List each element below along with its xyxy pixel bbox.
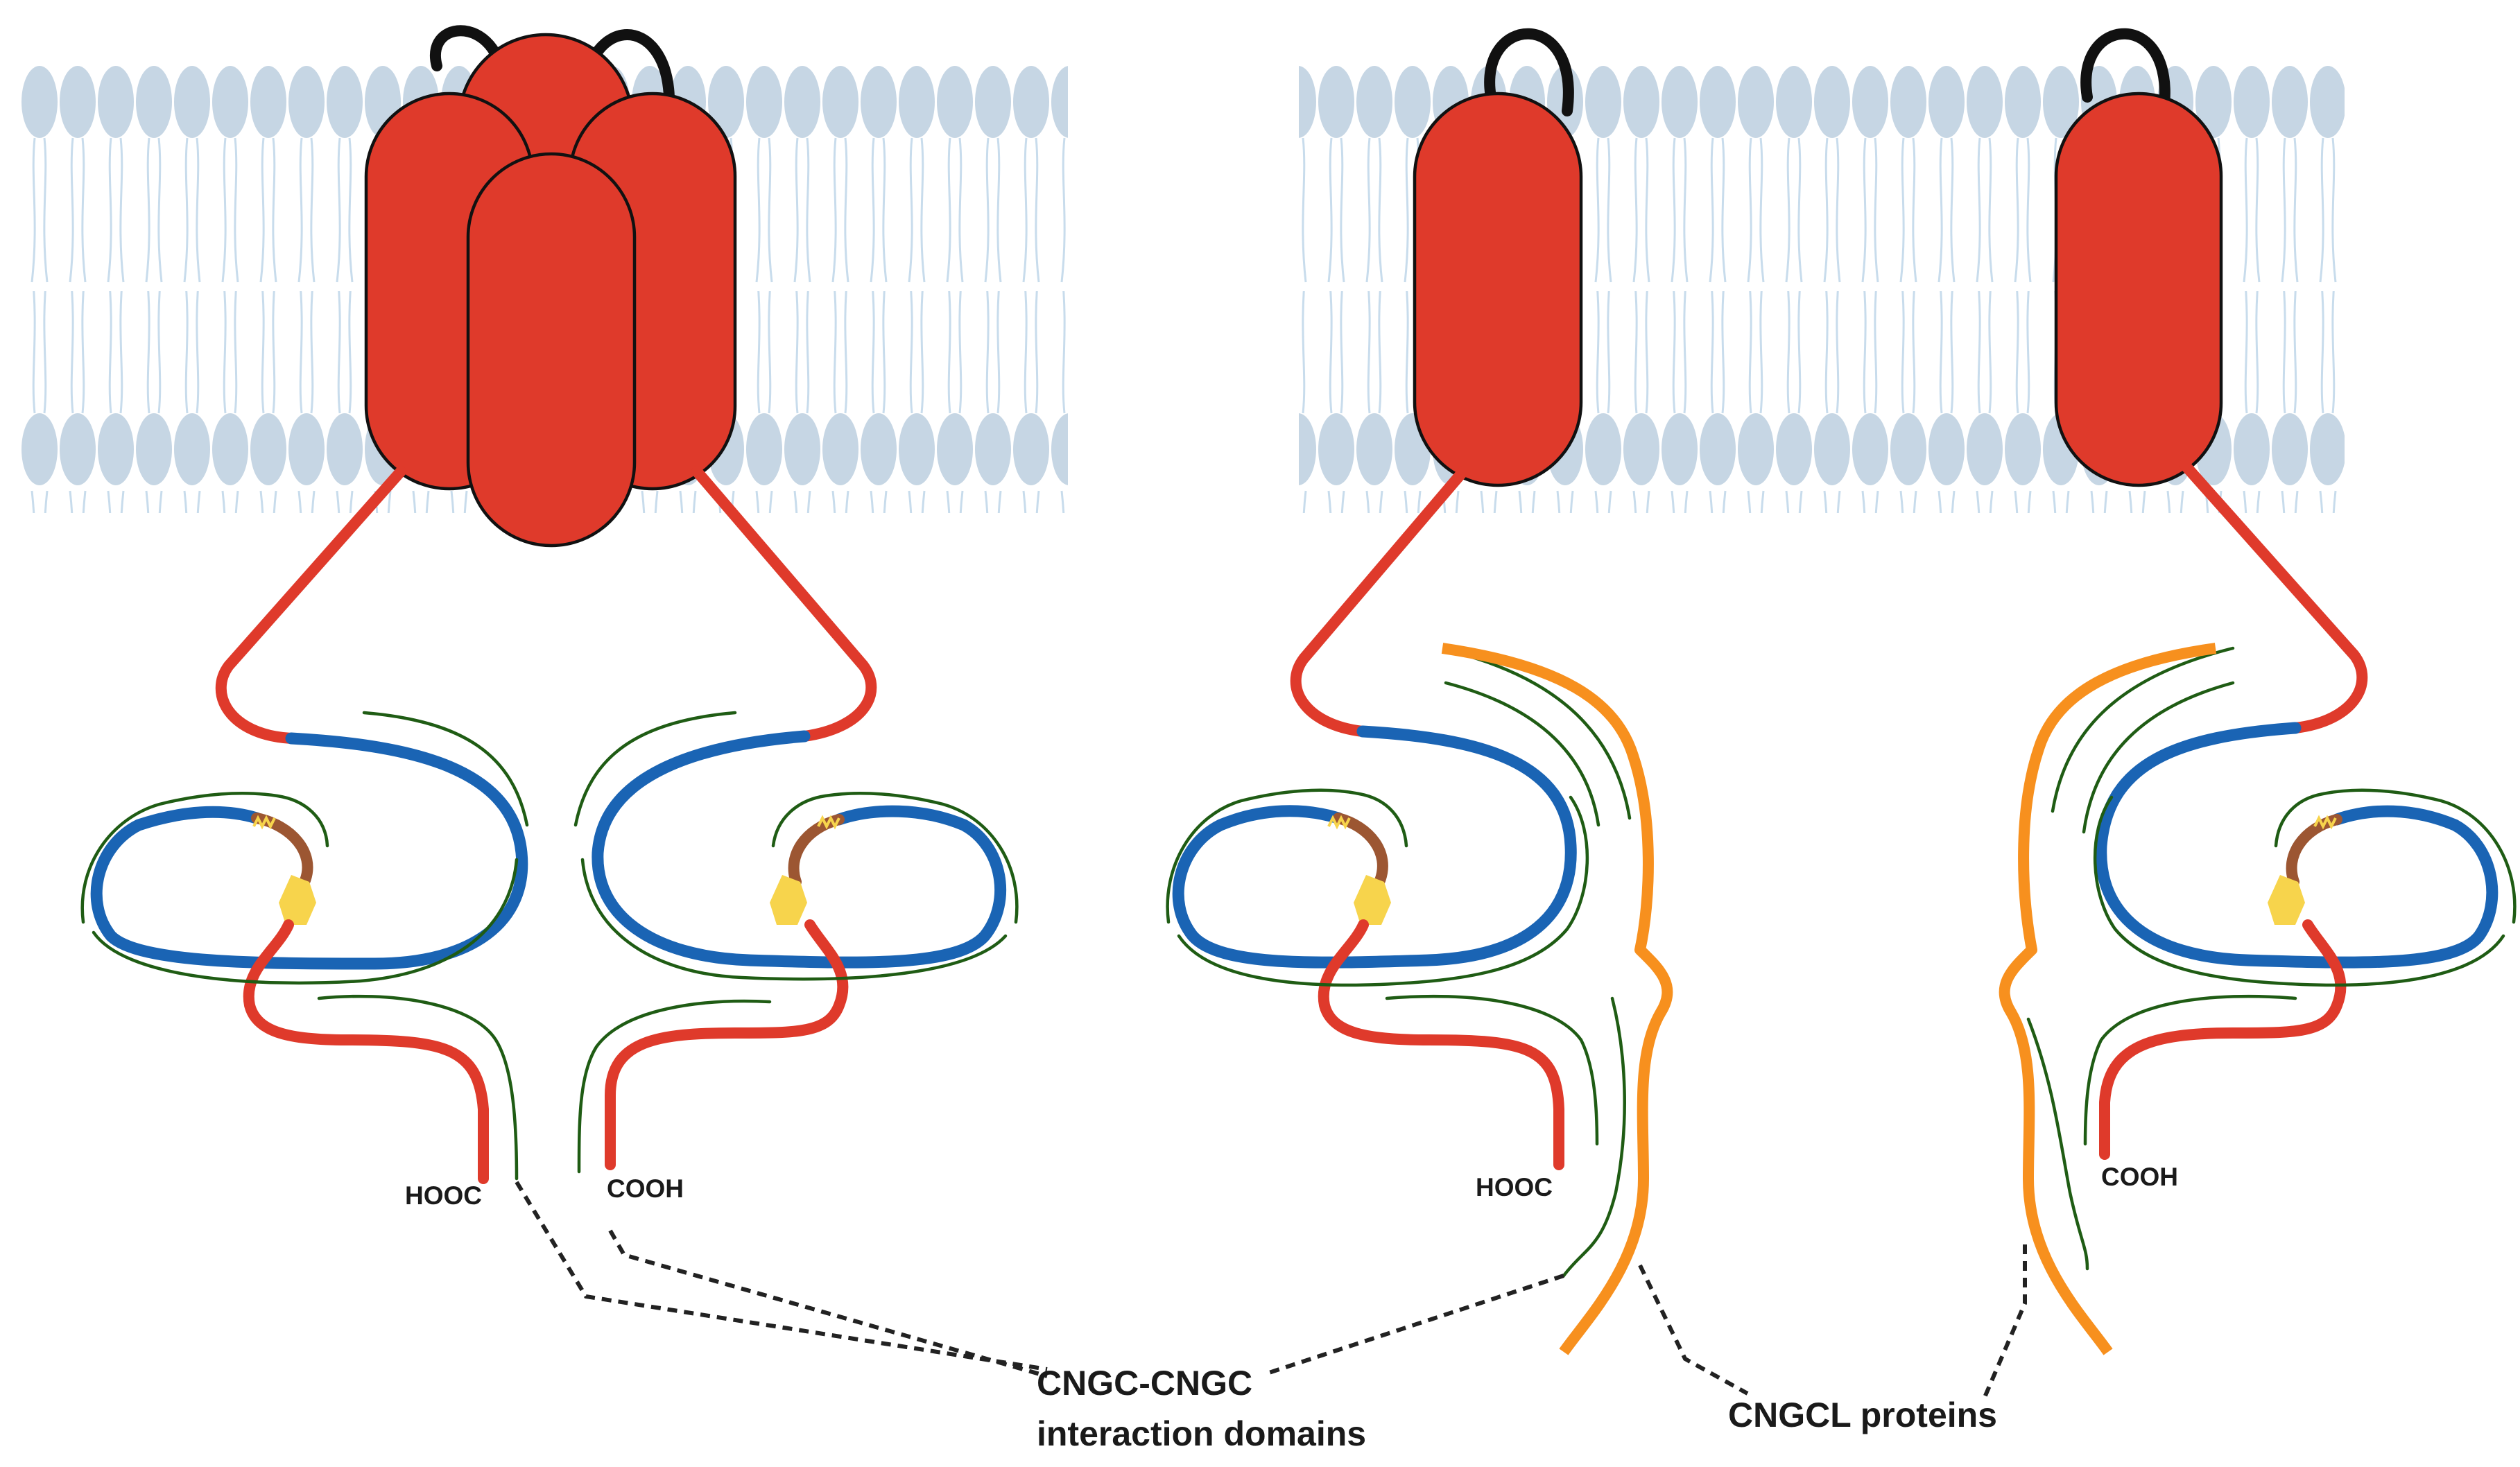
cngcl-protein-left: [1441, 643, 1673, 1355]
terminus-label-hooc-right: HOOC: [1476, 1173, 1553, 1201]
cngc-cytosolic-tail-4: [2026, 459, 2517, 1271]
cngc-cytosolic-tail-2: [573, 466, 1019, 1174]
cngc-monomer-2: [2054, 28, 2223, 487]
interaction-domains-label-line1: CNGC-CNGC: [1037, 1364, 1252, 1403]
cngc-monomer-1: [1413, 28, 1583, 487]
interaction-domains-label-line2: interaction domains: [1037, 1414, 1366, 1453]
terminus-label-cooh-left: COOH: [607, 1174, 684, 1203]
terminus-label-cooh-right: COOH: [2101, 1163, 2178, 1191]
cngcl-callouts: [1638, 1244, 2027, 1402]
cngc-tetramer-channel: [364, 25, 737, 548]
cngc-cytosolic-tail-1: [80, 466, 529, 1184]
cngcl-protein-right: [1999, 643, 2217, 1355]
cngc-cytosolic-tail-3: [1166, 466, 1632, 1278]
terminus-label-hooc-left: HOOC: [405, 1181, 482, 1210]
cngcl-proteins-label: CNGCL proteins: [1728, 1396, 1997, 1434]
interaction-domain-callouts: [515, 1181, 1564, 1378]
